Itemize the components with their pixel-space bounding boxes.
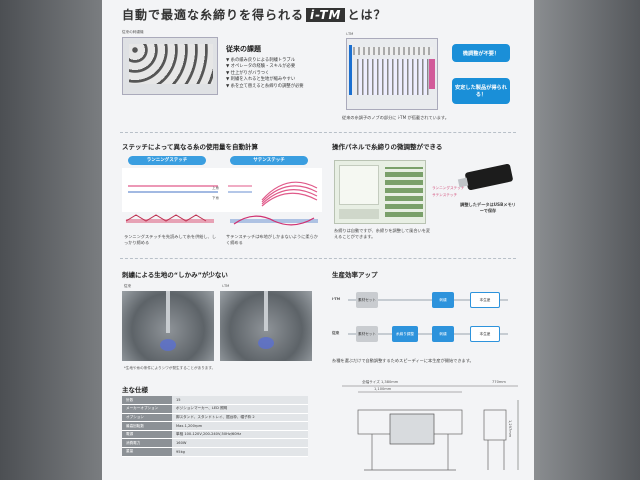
conventional-photo <box>122 291 214 361</box>
shrink-note: *生地や糸の条件によりシワが発生することがあります。 <box>124 366 216 370</box>
flow-itm-step: 素材セット <box>356 292 378 308</box>
section-divider <box>120 258 516 259</box>
shrink-left-label: 従来 <box>124 284 132 288</box>
panel-heading: 操作パネルで糸締りの微調整ができる <box>332 143 443 151</box>
lower-thread-label: 下糸 <box>212 196 220 200</box>
itm-logo: i-TM <box>306 8 346 22</box>
itm-caption: 従来の糸調子のノブの部分に i-TM が搭載されています。 <box>342 115 449 120</box>
thread-illustration-svg <box>125 214 318 226</box>
shrink-right-label: i-TM <box>222 284 230 288</box>
efficiency-heading: 生産効率アップ <box>332 271 378 279</box>
technical-drawing-svg <box>342 385 519 471</box>
table-row: オプション脚スタンド、スタンドトレイ、据台枠、帽子枠 2 <box>122 413 308 423</box>
dim-inner-width: 1,100mm <box>374 387 392 391</box>
spec-heading: 主な仕様 <box>122 386 148 394</box>
running-stitch-pill: ランニングステッチ <box>128 156 206 165</box>
shrink-heading: 刺繍による生地の“しかみ”が少ない <box>122 271 228 279</box>
dim-height: 1,297mm <box>508 420 512 438</box>
issue-item: ▼ 糸の緩み戻りによる刺繍トラブル <box>226 58 295 63</box>
callout-running: ランニングステッチ <box>432 186 465 190</box>
flow-itm-label: i-TM <box>332 297 341 301</box>
satin-stitch-description: サテンステッチは布地がしかまないように柔らかく締める <box>226 234 318 245</box>
panel-caption: 糸締りは自動ですが、糸締りを調整して風合いを変えることができます。 <box>334 228 431 239</box>
table-row: 電源単相 100-120V,200-240V,50Hz/60Hz <box>122 430 308 440</box>
callout-satin: サテンステッチ <box>432 193 458 197</box>
table-row: メーカーオプションポジションマーカー、LED 照明 <box>122 404 308 414</box>
upper-thread-label: 上糸 <box>212 186 220 190</box>
flow-conv-label: 従来 <box>332 331 340 335</box>
bubble-stable-product: 安定した製品が得られる！ <box>452 78 510 104</box>
conventional-issues-list: ▼ 糸の緩み戻りによる刺繍トラブル ▼ オペレータの経験・スキルが必要 ▼ 仕上… <box>226 58 316 90</box>
flow-conv-step: 本生産 <box>470 326 500 342</box>
flow-conv-step: 素材セット <box>356 326 378 342</box>
right-machine-label: i-TM <box>346 32 354 36</box>
flow-conv-step: 糸締り調整 <box>392 326 418 342</box>
issue-item: ▼ 仕上がりがバラつく <box>226 70 270 76</box>
itm-machine-image <box>346 38 438 110</box>
efficiency-caption: 糸種を選ぶだけで自動調整するためスピーディーに本生産が開始できます。 <box>332 358 474 363</box>
satin-stitch-pill: サテンステッチ <box>230 156 308 165</box>
stitch-diagram <box>122 168 322 212</box>
flow-itm-step: 刺繍 <box>432 292 454 308</box>
issue-item: ▼ オペレータの経験・スキルが必要 <box>226 64 296 70</box>
flow-itm-step: 本生産 <box>470 292 500 308</box>
conventional-heading: 従来の課題 <box>226 45 261 53</box>
conventional-machine-image <box>122 37 218 95</box>
running-stitch-description: ランニングステッチを先読みして糸を供給し、しっかり締める <box>124 234 217 245</box>
section-divider <box>120 132 516 133</box>
dim-total-width: 全幅サイズ 1,380mm <box>362 380 399 384</box>
flow-conv-step: 刺繍 <box>432 326 454 342</box>
title-prefix: 自動で最適な糸締りを得られる <box>122 8 305 22</box>
background-right-edge <box>534 0 640 480</box>
technical-drawing <box>328 380 524 476</box>
itm-photo <box>220 291 312 361</box>
operation-panel-image <box>334 160 426 224</box>
issue-item: ▼ 糸を立て替えると糸締りの調整が必要 <box>226 83 304 89</box>
background-left-edge <box>0 0 102 480</box>
usb-caption: 調整したデータはUSBメモリーで保存 <box>460 202 516 213</box>
left-machine-label: 従来の刺繍機 <box>122 30 144 34</box>
dim-depth: 770mm <box>492 380 506 384</box>
stitch-heading: ステッチによって異なる糸の使用量を自動計算 <box>122 143 258 151</box>
thread-illustration <box>124 212 320 230</box>
stitch-diagram-svg <box>128 181 318 207</box>
bubble-no-adjustment: 微調整が不要！ <box>452 44 510 62</box>
issue-item: ▼ 刺繍を入れると生地が縮みやすい <box>226 77 296 83</box>
title-suffix: とは？ <box>347 8 387 22</box>
usb-stick-image <box>457 163 514 191</box>
